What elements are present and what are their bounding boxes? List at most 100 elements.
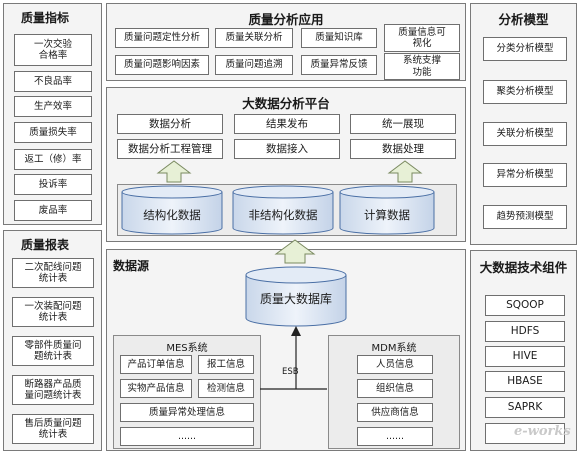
model-label: 趋势预测模型 (496, 211, 554, 223)
report-secondary-wiring[interactable]: 二次配线问题 统计表 (12, 258, 94, 288)
platform-result-publish[interactable]: 结果发布 (234, 114, 340, 134)
quality-big-database[interactable]: 质量大数据库 (259, 291, 332, 306)
store-structured-data[interactable]: 结构化数据 (143, 208, 201, 222)
platform-label: 数据分析工程管理 (128, 142, 212, 155)
mdm-label: 组织信息 (375, 382, 414, 394)
report-label: 售后质量问题 (24, 417, 82, 429)
component-label: HDFS (510, 325, 540, 338)
component-hbase[interactable]: HBASE (485, 371, 565, 392)
mes-label: 质量异常处理信息 (148, 406, 225, 418)
mes-system-title: MES系统 (166, 343, 208, 354)
data-source-title: 数据源 (113, 259, 150, 273)
model-label: 异常分析模型 (496, 169, 554, 181)
model-label: 聚类分析模型 (496, 86, 554, 98)
component-label: SAPRK (507, 401, 543, 414)
mdm-supplier-info[interactable]: 供应商信息 (357, 403, 433, 422)
quality-apps-panel: 质量分析应用 质量问题定性分析 质量关联分析 质量知识库 质量信息可 视化 质量… (106, 3, 466, 81)
component-partial-hidden (485, 423, 565, 444)
tech-components-title: 大数据技术组件 (479, 260, 568, 275)
report-label: 统计表 (38, 429, 68, 440)
mes-label: ...... (177, 430, 197, 442)
report-after-sales-quality[interactable]: 售后质量问题 统计表 (12, 414, 94, 444)
report-primary-assembly[interactable]: 一次装配问题 统计表 (12, 297, 94, 327)
platform-label: 数据处理 (382, 142, 424, 155)
mdm-system-title: MDM系统 (371, 343, 417, 354)
app-label: 质量信息可 (398, 26, 446, 38)
mes-label: 产品订单信息 (127, 358, 185, 370)
app-label: 质量知识库 (315, 32, 363, 44)
mes-inspection-info[interactable]: 检测信息 (198, 379, 254, 398)
mdm-system-panel: MDM系统 人员信息 组织信息 供应商信息 ...... (328, 335, 460, 449)
platform-data-ingestion[interactable]: 数据接入 (234, 139, 340, 159)
app-label: 质量异常反馈 (310, 59, 368, 71)
store-unstructured-data[interactable]: 非结构化数据 (248, 208, 318, 222)
mdm-label: 人员信息 (375, 358, 414, 370)
model-clustering[interactable]: 聚类分析模型 (483, 80, 567, 104)
app-label: 系统支撑 (402, 55, 441, 67)
data-source-panel: 数据源 MES系统 产品订单信息 报工信息 实物产品信息 检测信息 质量异常处理… (106, 249, 466, 451)
store-computed-data[interactable]: 计算数据 (364, 208, 410, 222)
indicator-production-efficiency[interactable]: 生产效率 (14, 96, 92, 117)
quality-indicators-title: 质量指标 (21, 11, 70, 25)
model-anomaly[interactable]: 异常分析模型 (483, 163, 567, 187)
indicator-label: 生产效率 (33, 100, 72, 112)
component-label: HIVE (512, 350, 538, 363)
app-visualization[interactable]: 质量信息可 视化 (384, 24, 460, 52)
platform-analysis-project-mgmt[interactable]: 数据分析工程管理 (117, 139, 223, 159)
mdm-more[interactable]: ...... (357, 427, 433, 446)
mes-label: 报工信息 (206, 358, 245, 370)
analysis-models-title: 分析模型 (498, 12, 549, 27)
component-hdfs[interactable]: HDFS (485, 321, 565, 342)
report-label: 零部件质量问 (24, 339, 82, 351)
app-influencing-factors[interactable]: 质量问题影响因素 (115, 55, 209, 75)
app-anomaly-feedback[interactable]: 质量异常反馈 (301, 55, 377, 75)
indicator-label: 合格率 (38, 50, 68, 61)
app-label: 功能 (412, 66, 432, 78)
analysis-models-panel: 分析模型 分类分析模型 聚类分析模型 关联分析模型 异常分析模型 趋势预测模型 (470, 3, 577, 245)
model-label: 关联分析模型 (496, 128, 554, 140)
app-knowledge-base[interactable]: 质量知识库 (301, 28, 377, 48)
report-label: 二次配线问题 (24, 261, 82, 273)
mdm-label: 供应商信息 (371, 406, 419, 418)
app-qualitative-analysis[interactable]: 质量问题定性分析 (115, 28, 209, 48)
report-label: 题统计表 (33, 351, 72, 362)
indicator-quality-loss-rate[interactable]: 质量损失率 (14, 122, 92, 143)
model-trend-forecast[interactable]: 趋势预测模型 (483, 205, 567, 229)
platform-unified-display[interactable]: 统一展现 (350, 114, 456, 134)
platform-data-analysis[interactable]: 数据分析 (117, 114, 223, 134)
indicator-label: 返工（修）率 (24, 153, 82, 165)
indicator-defect-rate[interactable]: 不良品率 (14, 71, 92, 92)
report-label: 统计表 (38, 312, 68, 323)
report-breaker-quality[interactable]: 断路器产品质 量问题统计表 (12, 375, 94, 405)
app-label: 视化 (412, 38, 432, 49)
esb-label: ESB (282, 367, 299, 377)
app-traceability[interactable]: 质量问题追溯 (215, 55, 293, 75)
app-correlation-analysis[interactable]: 质量关联分析 (215, 28, 293, 48)
mdm-organization-info[interactable]: 组织信息 (357, 379, 433, 398)
indicator-first-pass-yield[interactable]: 一次交验 合格率 (14, 34, 92, 66)
mes-order-info[interactable]: 产品订单信息 (120, 355, 192, 374)
indicator-complaint-rate[interactable]: 投诉率 (14, 174, 92, 195)
indicator-scrap-rate[interactable]: 废品率 (14, 200, 92, 221)
bigdata-platform-title: 大数据分析平台 (242, 96, 330, 111)
platform-data-processing[interactable]: 数据处理 (350, 139, 456, 159)
report-label: 量问题统计表 (24, 390, 82, 401)
mdm-label: ...... (385, 430, 405, 442)
mes-physical-product-info[interactable]: 实物产品信息 (120, 379, 192, 398)
mdm-personnel-info[interactable]: 人员信息 (357, 355, 433, 374)
quality-reports-panel: 质量报表 二次配线问题 统计表 一次装配问题 统计表 零部件质量问 题统计表 断… (3, 230, 102, 451)
mes-anomaly-handling-info[interactable]: 质量异常处理信息 (120, 403, 254, 422)
component-hive[interactable]: HIVE (485, 346, 565, 367)
report-component-quality[interactable]: 零部件质量问 题统计表 (12, 336, 94, 366)
app-system-support[interactable]: 系统支撑 功能 (384, 53, 460, 80)
indicator-label: 质量损失率 (29, 126, 77, 138)
model-association[interactable]: 关联分析模型 (483, 122, 567, 146)
model-classification[interactable]: 分类分析模型 (483, 37, 567, 61)
mes-work-report-info[interactable]: 报工信息 (198, 355, 254, 374)
mes-more[interactable]: ...... (120, 427, 254, 446)
mes-label: 检测信息 (206, 382, 245, 394)
component-label: HBASE (507, 375, 543, 388)
indicator-rework-rate[interactable]: 返工（修）率 (14, 149, 92, 170)
component-sqoop[interactable]: SQOOP (485, 295, 565, 316)
component-saprk[interactable]: SAPRK (485, 397, 565, 418)
